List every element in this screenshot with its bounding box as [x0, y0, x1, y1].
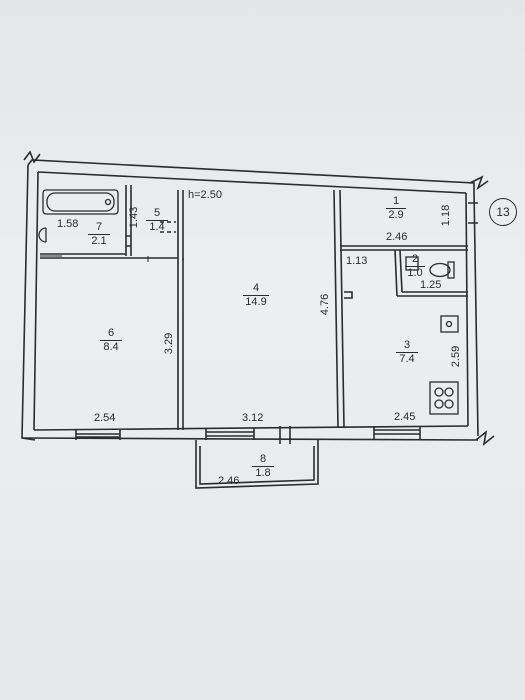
dim-bath-width: 1.58	[57, 218, 79, 230]
wall-4-right-b	[339, 189, 345, 429]
outer-wall-right-inner	[465, 192, 469, 427]
door-bath	[126, 235, 131, 247]
room-area: 2.1	[88, 234, 110, 247]
building-number-badge: 13	[489, 198, 517, 226]
room-2-label: 2 1.0	[405, 254, 425, 279]
room-area: 8.4	[100, 340, 122, 353]
toilet-icon	[429, 261, 455, 279]
room-number: 2	[411, 253, 419, 265]
room-8-label: 8 1.8	[252, 454, 274, 479]
outer-wall-bottom	[21, 437, 479, 441]
room-3-label: 3 7.4	[396, 340, 418, 365]
dim-balcony-width: 2.46	[218, 475, 240, 487]
room-area: 2.9	[386, 208, 406, 221]
room-area: 1.8	[252, 466, 274, 479]
sink-icon	[38, 227, 47, 243]
break-mark-bottom-right	[475, 430, 495, 446]
window-3	[373, 426, 421, 440]
outer-wall-bottom-inner	[33, 425, 469, 431]
door-corridor	[344, 291, 353, 299]
dim-corridor: 1.13	[346, 255, 368, 267]
door-5	[160, 221, 176, 233]
room-number: 6	[107, 327, 115, 339]
dim-room6-depth: 3.29	[163, 332, 176, 355]
room-6-label: 6 8.4	[100, 328, 122, 353]
wall-4-right	[333, 189, 339, 429]
dim-hall-width: 2.46	[386, 231, 408, 243]
wall-wc-left	[394, 249, 398, 297]
bathtub-icon	[42, 189, 119, 215]
room-1-label: 1 2.9	[386, 196, 406, 221]
ceiling-height: h=2.50	[188, 189, 222, 201]
room-number: 7	[95, 221, 103, 233]
room-7-label: 7 2.1	[88, 222, 110, 247]
stove-icon	[429, 381, 459, 415]
room-number: 3	[403, 339, 411, 351]
outer-wall-left-inner	[33, 171, 39, 431]
room-number: 4	[252, 282, 260, 294]
outer-wall-left	[21, 164, 36, 441]
room-area: 1.0	[405, 266, 425, 279]
outer-wall	[27, 159, 475, 190]
dim-room6-width: 2.54	[94, 412, 116, 424]
outer-wall-top-inner	[37, 171, 467, 194]
room-4-label: 4 14.9	[243, 283, 269, 308]
window-6	[75, 430, 121, 440]
room-number: 8	[259, 453, 267, 465]
room-area: 1.4	[146, 220, 168, 233]
dim-wc-width: 1.25	[420, 279, 442, 291]
balcony	[195, 440, 319, 489]
room-number: 1	[392, 195, 400, 207]
dim-room4-depth: 4.76	[319, 293, 332, 316]
balcony-inner	[199, 446, 315, 485]
wc-sink-icon	[405, 256, 419, 271]
room-5-label: 5 1.4	[146, 208, 168, 233]
door-balcony	[279, 426, 291, 444]
break-mark-top-left	[23, 150, 41, 164]
dim-kitchen-width: 2.45	[394, 411, 416, 423]
door-hall	[468, 202, 478, 224]
room-number: 5	[153, 207, 161, 219]
dim-kitchen-depth: 2.59	[450, 345, 463, 368]
room-area: 7.4	[396, 352, 418, 365]
dim-hall-depth: 1.18	[440, 204, 453, 227]
kitchen-sink-icon	[440, 315, 459, 333]
window-4	[205, 428, 255, 440]
room-area: 14.9	[243, 295, 269, 308]
dim-bath-depth: 1.43	[128, 206, 141, 229]
wall-wc-left-b	[399, 249, 403, 293]
break-mark-right	[469, 175, 489, 191]
dim-room4-width: 3.12	[242, 412, 264, 424]
outer-wall-right	[473, 189, 479, 437]
